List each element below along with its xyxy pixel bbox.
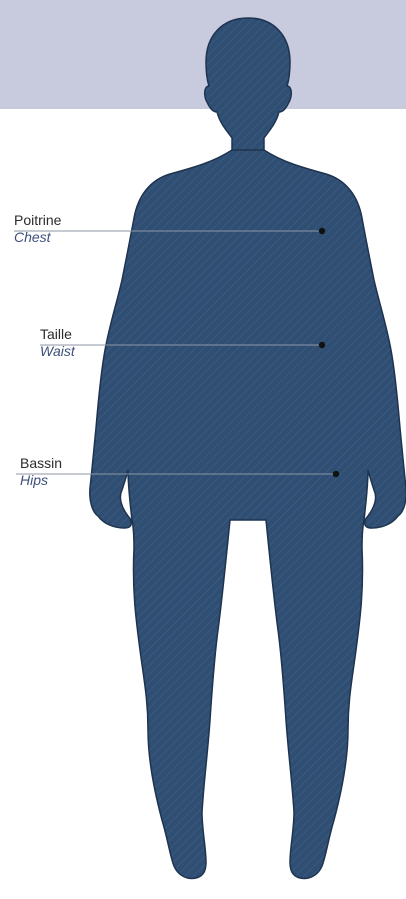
chest-dot	[319, 228, 325, 234]
waist-dot	[319, 342, 325, 348]
chest-label-en: Chest	[14, 230, 61, 244]
head-shape	[205, 18, 292, 152]
waist-label-en: Waist	[40, 344, 75, 358]
hips-label-en: Hips	[20, 473, 62, 487]
hips-dot	[333, 471, 339, 477]
silhouette	[90, 18, 406, 879]
waist-label: Taille Waist	[40, 327, 75, 358]
torso-and-legs-shape	[90, 150, 406, 879]
hips-label-fr: Bassin	[20, 456, 62, 470]
chest-label: Poitrine Chest	[14, 213, 61, 244]
waist-label-fr: Taille	[40, 327, 75, 341]
chest-label-fr: Poitrine	[14, 213, 61, 227]
hips-label: Bassin Hips	[20, 456, 62, 487]
